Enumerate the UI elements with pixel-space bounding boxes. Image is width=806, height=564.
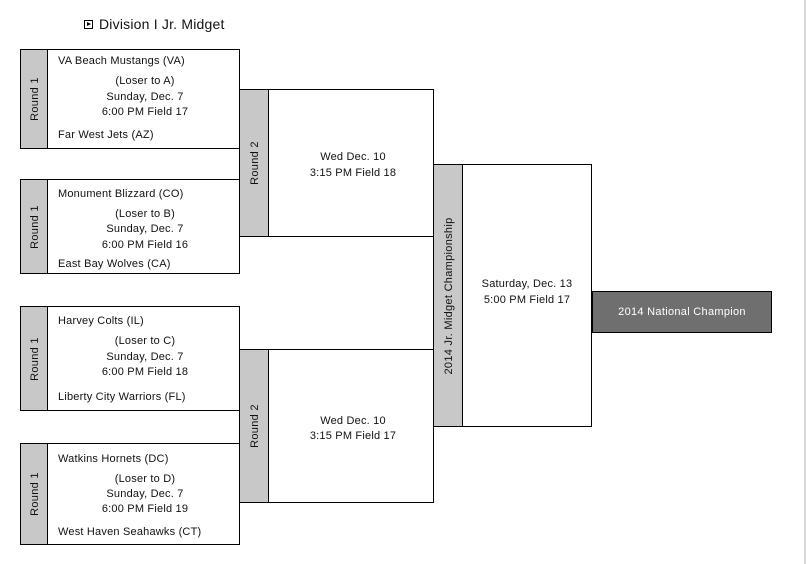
game-time-field: 3:15 PM Field 18 <box>309 167 397 179</box>
team-bottom: East Bay Wolves (CA) <box>58 258 171 270</box>
match-box <box>268 89 434 237</box>
team-top: VA Beach Mustangs (VA) <box>58 55 185 67</box>
game-date: Sunday, Dec. 7 <box>106 223 184 235</box>
loser-note: (Loser to A) <box>115 75 175 87</box>
round-label-tab: Round 1 <box>20 306 48 411</box>
team-bottom: Liberty City Warriors (FL) <box>58 391 186 403</box>
team-top: Harvey Colts (IL) <box>58 315 144 327</box>
round-label-tab: Round 2 <box>239 349 269 503</box>
match-box <box>47 306 240 411</box>
national-champion-box: 2014 National Champion <box>592 291 772 333</box>
round-label-tab: Round 2 <box>239 89 269 237</box>
bracket-title: Division I Jr. Midget <box>84 14 225 34</box>
game-time-field: 5:00 PM Field 17 <box>483 294 571 306</box>
game-date: Sunday, Dec. 7 <box>106 351 184 363</box>
match-box <box>47 443 240 545</box>
play-icon[interactable] <box>84 19 93 29</box>
page-edge <box>804 0 806 564</box>
match-box <box>268 349 434 503</box>
final-label-tab: 2014 Jr. Midget Championship <box>433 164 463 427</box>
round-label-tab: Round 1 <box>20 49 48 149</box>
game-time-field: 3:15 PM Field 17 <box>309 430 397 442</box>
match-box <box>47 179 240 274</box>
game-date: Sunday, Dec. 7 <box>106 91 184 103</box>
game-time-field: 6:00 PM Field 16 <box>101 239 189 251</box>
team-top: Monument Blizzard (CO) <box>58 188 184 200</box>
bracket-title-text: Division I Jr. Midget <box>99 16 225 32</box>
team-top: Watkins Hornets (DC) <box>58 453 169 465</box>
team-bottom: West Haven Seahawks (CT) <box>58 526 202 538</box>
loser-note: (Loser to B) <box>115 208 175 220</box>
game-date: Wed Dec. 10 <box>320 151 386 163</box>
loser-note: (Loser to D) <box>114 473 176 485</box>
game-date: Wed Dec. 10 <box>320 415 386 427</box>
game-time-field: 6:00 PM Field 18 <box>101 366 189 378</box>
round-label-tab: Round 1 <box>20 179 48 274</box>
match-box <box>47 49 240 149</box>
match-box <box>462 164 592 427</box>
team-bottom: Far West Jets (AZ) <box>58 129 154 141</box>
game-date: Sunday, Dec. 7 <box>106 488 184 500</box>
game-date: Saturday, Dec. 13 <box>481 278 573 290</box>
game-time-field: 6:00 PM Field 17 <box>101 106 189 118</box>
loser-note: (Loser to C) <box>114 335 176 347</box>
round-label-tab: Round 1 <box>20 443 48 545</box>
game-time-field: 6:00 PM Field 19 <box>101 503 189 515</box>
